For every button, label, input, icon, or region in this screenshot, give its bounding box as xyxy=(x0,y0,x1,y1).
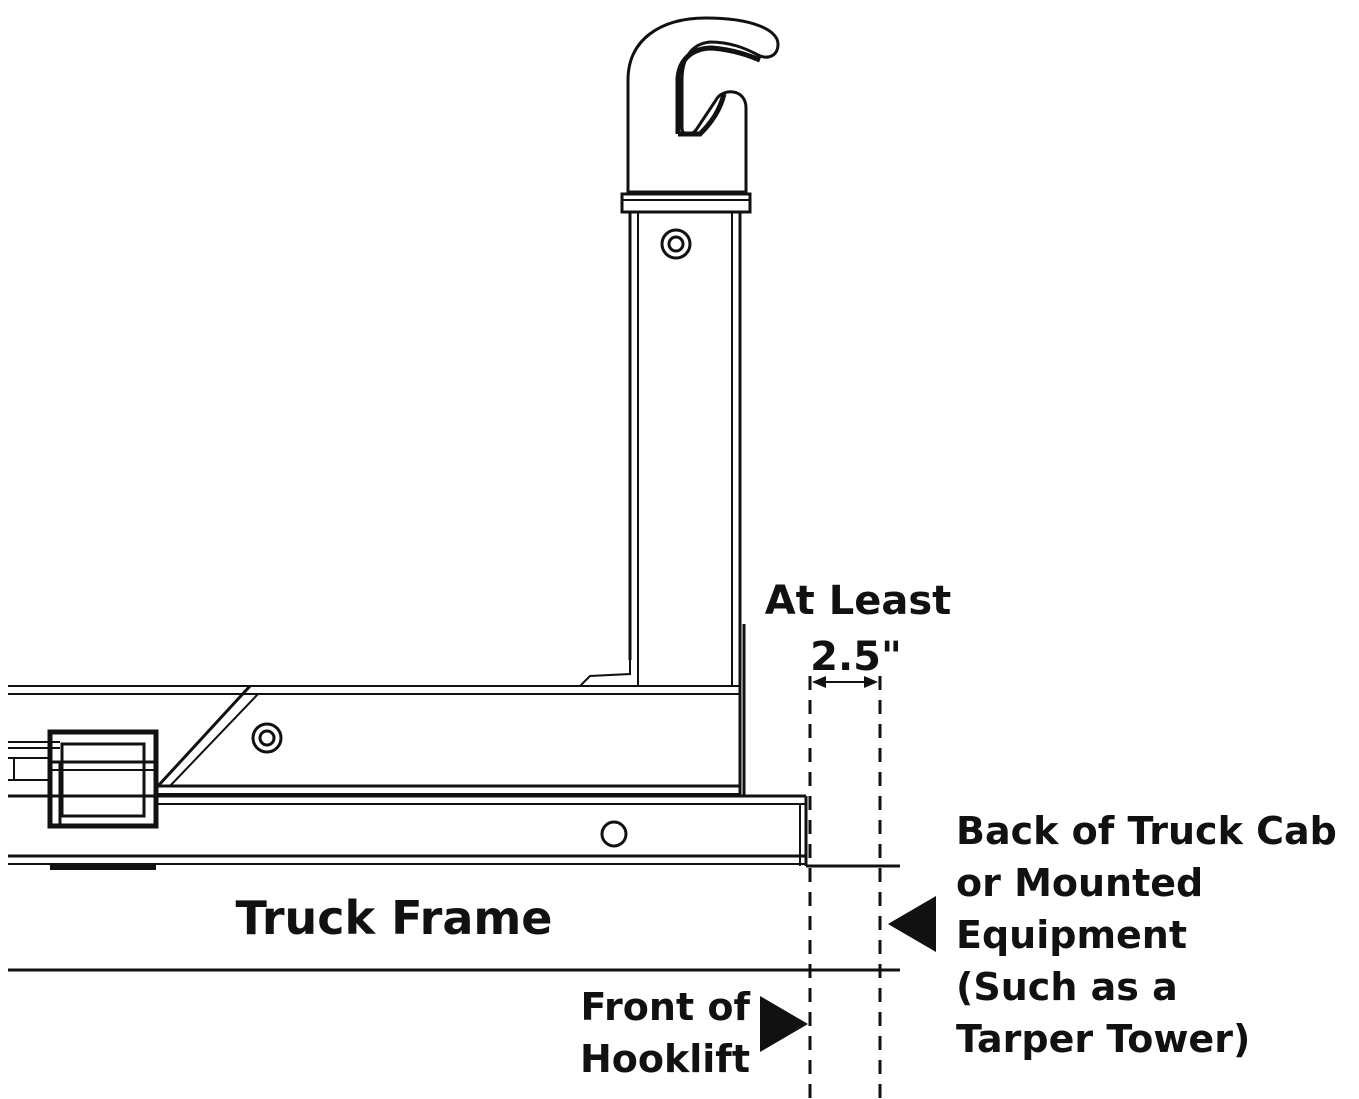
dimension-left-arrow-icon xyxy=(812,676,826,688)
frame-hole-icon xyxy=(600,820,628,848)
clearance-title: At Least xyxy=(765,578,952,624)
clearance-dimension xyxy=(808,676,882,1099)
post-bolt-icon xyxy=(660,228,692,260)
hooklift-front-arrow-icon xyxy=(760,996,808,1052)
clearance-value: 2.5" xyxy=(810,634,902,680)
lower-rail xyxy=(8,794,808,870)
hooklift-front-label-line1: Front of xyxy=(581,985,751,1029)
cab-label-line1: Back of Truck Cab xyxy=(956,809,1337,853)
cab-label-line5: Tarper Tower) xyxy=(956,1017,1250,1061)
hooklift-front-label-line2: Hooklift xyxy=(580,1037,750,1081)
cab-label-line4: (Such as a xyxy=(956,965,1178,1009)
rail-bolt-icon xyxy=(251,722,283,754)
upper-rail xyxy=(8,684,740,795)
cab-back-arrow-icon xyxy=(888,896,936,952)
truck-frame-label: Truck Frame xyxy=(236,891,553,945)
hook-collar xyxy=(620,192,752,214)
cab-label-line3: Equipment xyxy=(956,913,1187,957)
cab-label-line2: or Mounted xyxy=(956,861,1203,905)
hook-arm xyxy=(579,16,780,796)
latch-bracket xyxy=(8,729,159,829)
truck-frame xyxy=(8,864,900,972)
dimension-right-arrow-icon xyxy=(864,676,878,688)
